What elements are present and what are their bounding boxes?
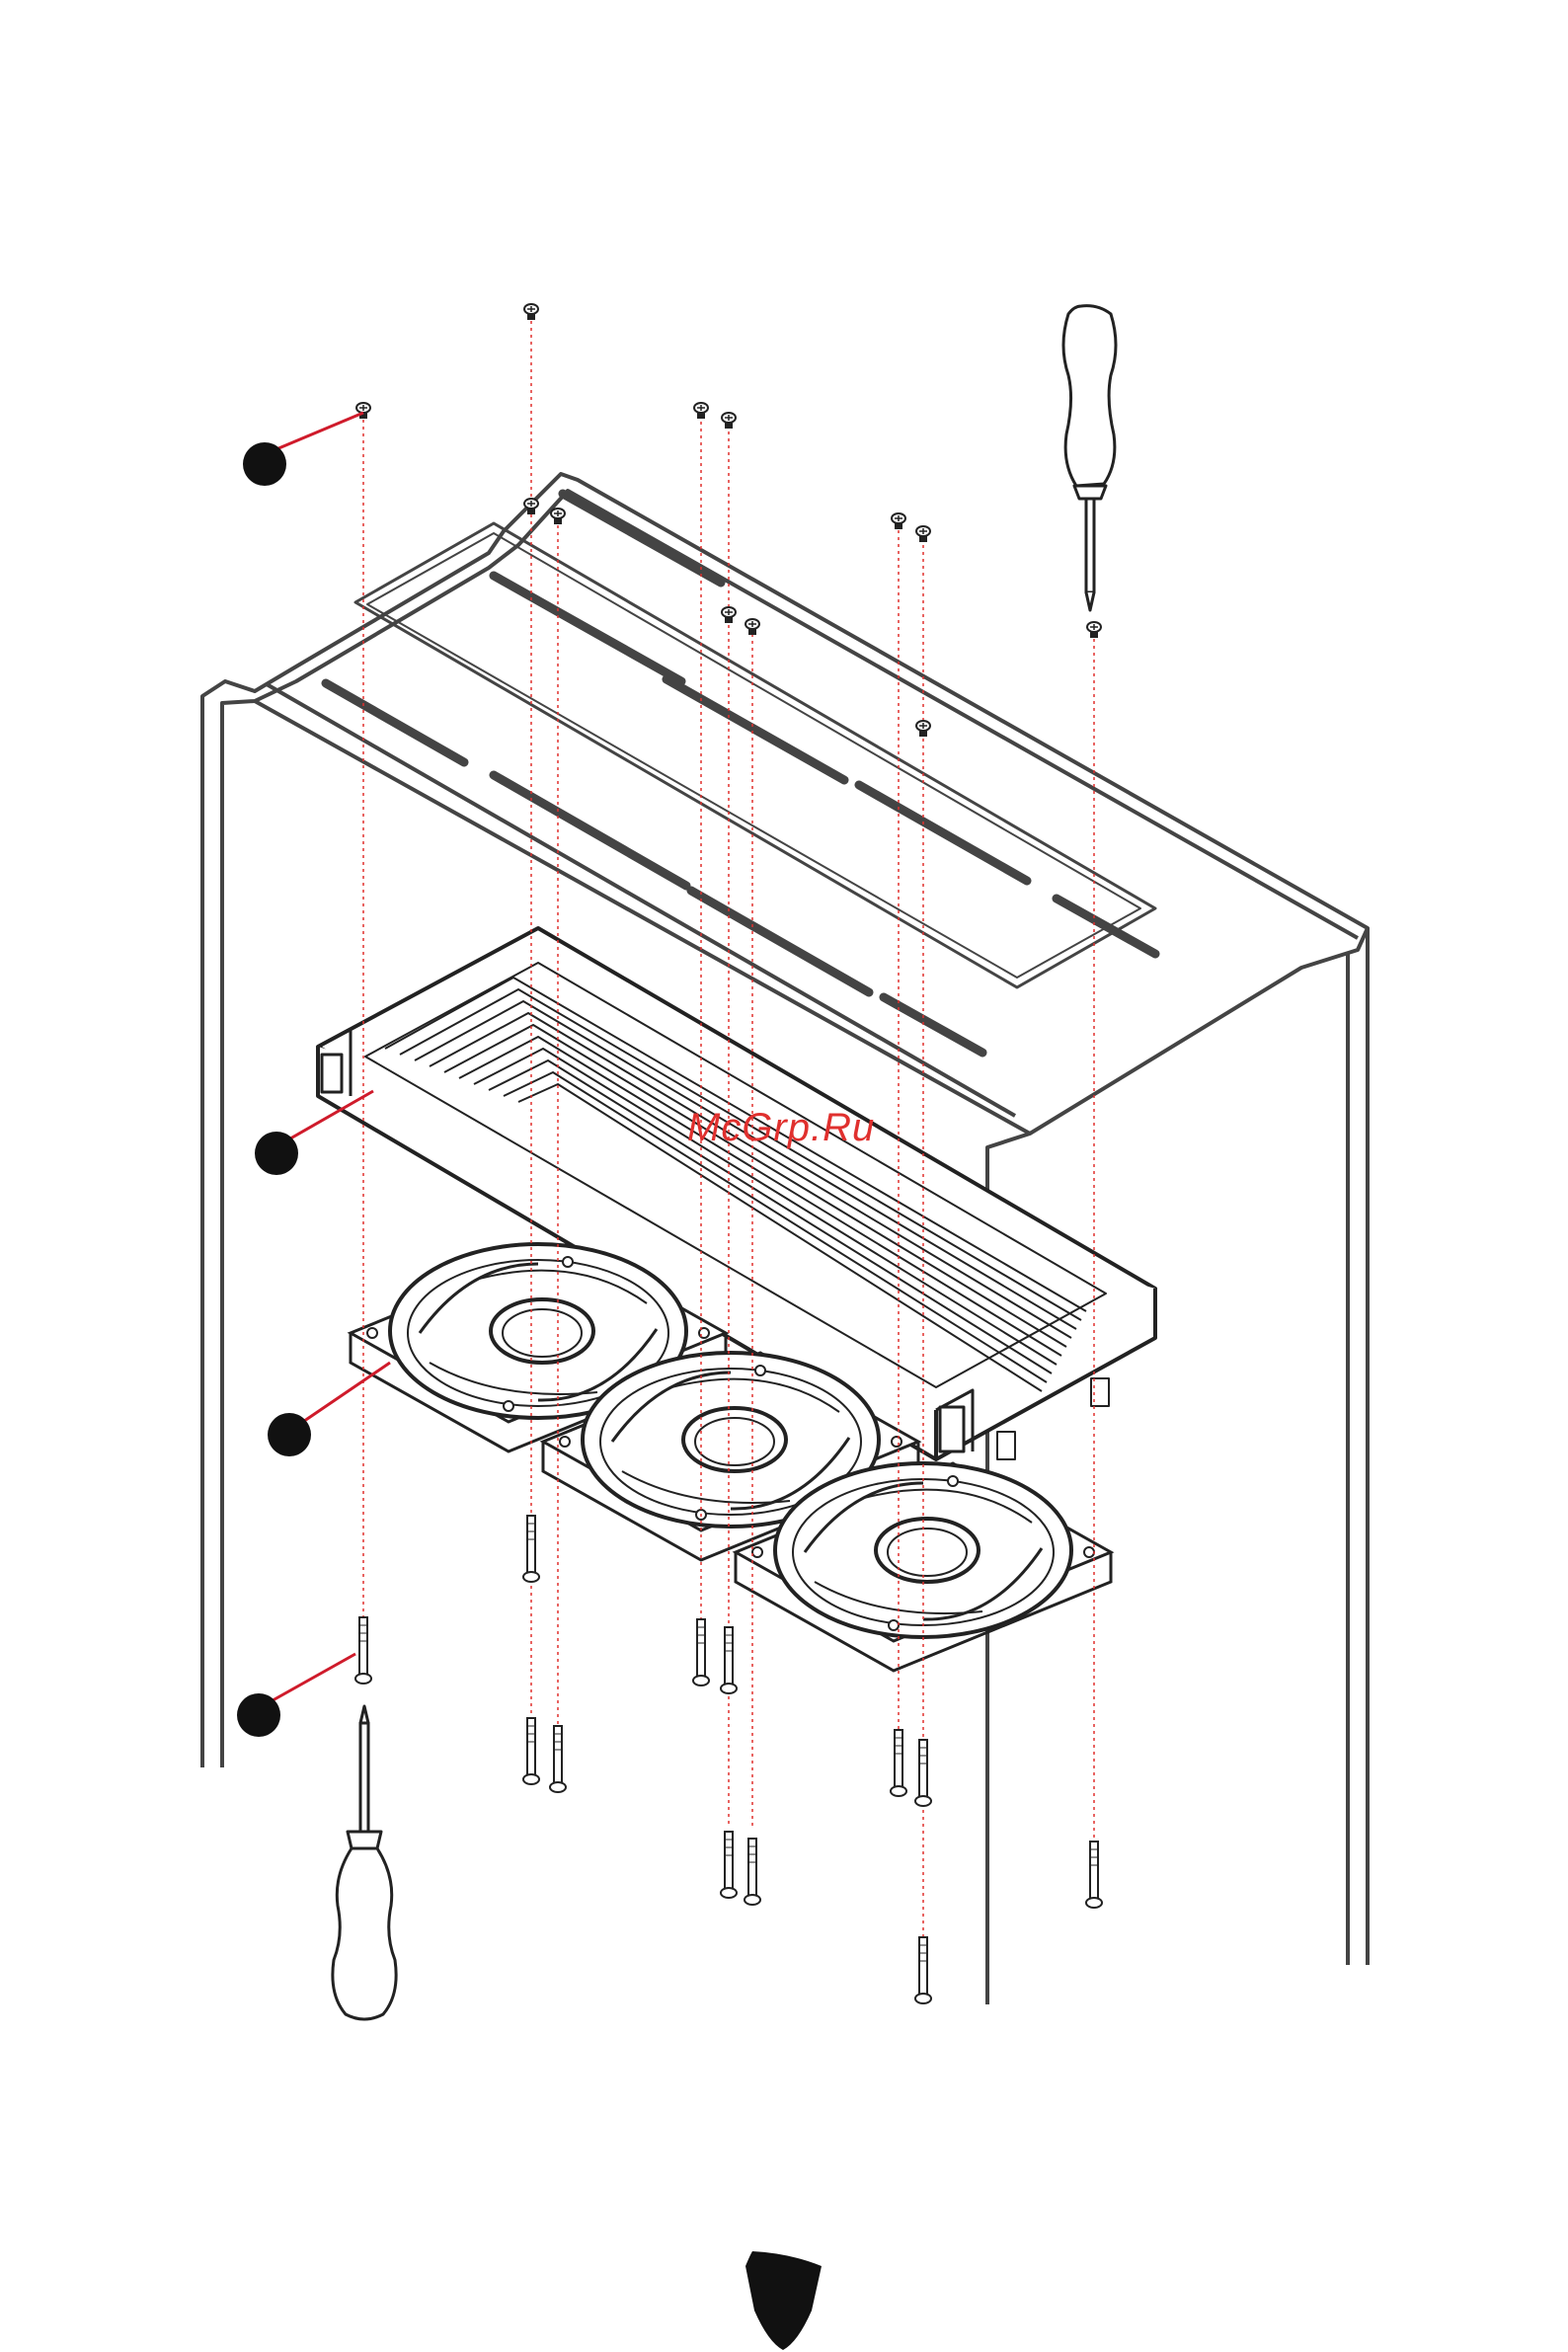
callout-marker-3 bbox=[268, 1413, 311, 1456]
watermark-text: McGrp.Ru bbox=[687, 1106, 875, 1150]
callout-marker-2 bbox=[255, 1132, 298, 1175]
top-screws bbox=[356, 304, 1101, 737]
callout-marker-1 bbox=[243, 442, 286, 486]
shield-logo-icon bbox=[745, 2251, 822, 2350]
screwdriver-icon bbox=[333, 1706, 396, 2019]
callout-marker-4 bbox=[237, 1693, 280, 1737]
screwdriver-icon bbox=[1063, 306, 1116, 610]
